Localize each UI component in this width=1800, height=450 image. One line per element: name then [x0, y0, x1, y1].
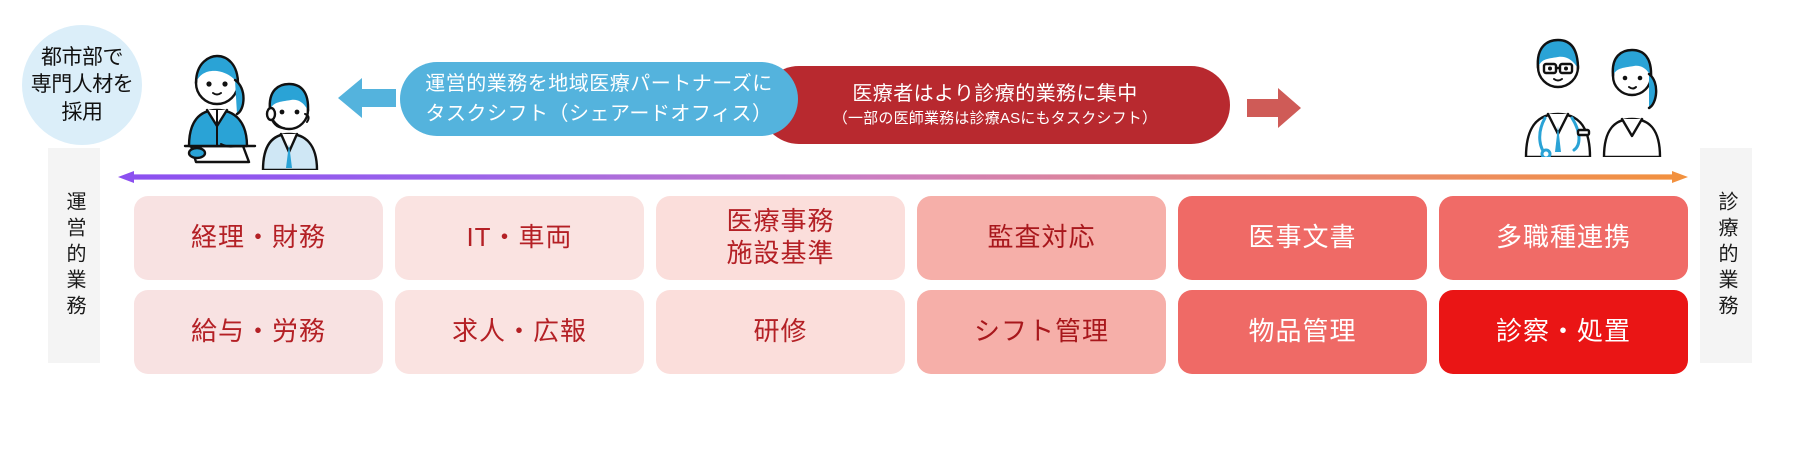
medical-staff-illustration — [1500, 22, 1690, 157]
callout-red-line1: 医療者はより診療的業務に集中 — [852, 83, 1138, 105]
task-cell[interactable]: 医療事務 施設基準 — [656, 196, 905, 280]
axis-label-left: 運営的業務 — [48, 148, 100, 363]
task-cell[interactable]: シフト管理 — [917, 290, 1166, 374]
task-cell[interactable]: 医事文書 — [1178, 196, 1427, 280]
recruit-bubble-text: 都市部で 専門人材を 採用 — [30, 46, 134, 124]
task-cell[interactable]: 物品管理 — [1178, 290, 1427, 374]
task-cell[interactable]: 求人・広報 — [395, 290, 644, 374]
task-cell[interactable]: 多職種連携 — [1439, 196, 1688, 280]
callout-red: 医療者はより診療的業務に集中 （一部の医師業務は診療ASにもタスクシフト） — [760, 66, 1230, 144]
callout-blue-line2: タスクシフト（シェアードオフィス） — [425, 103, 773, 125]
axis-label-left-text: 運営的業務 — [63, 190, 85, 321]
callout-red-line2: （一部の医師業務は診療ASにもタスクシフト） — [832, 110, 1158, 127]
axis-label-right-text: 診療的業務 — [1715, 190, 1737, 321]
recruit-bubble: 都市部で 専門人材を 採用 — [22, 25, 142, 145]
task-cell[interactable]: 診察・処置 — [1439, 290, 1688, 374]
task-cell[interactable]: 研修 — [656, 290, 905, 374]
callout-blue-line1: 運営的業務を地域医療パートナーズに — [425, 73, 773, 95]
spectrum-arrow — [118, 170, 1688, 183]
arrow-left-icon — [336, 74, 398, 127]
task-cell[interactable]: 経理・財務 — [134, 196, 383, 280]
task-cell[interactable]: 給与・労務 — [134, 290, 383, 374]
task-cell[interactable]: 監査対応 — [917, 196, 1166, 280]
task-grid: 経理・財務 IT・車両 医療事務 施設基準 監査対応 医事文書 多職種連携 給与… — [134, 196, 1688, 374]
office-staff-illustration — [155, 40, 345, 170]
arrow-right-icon — [1245, 86, 1303, 135]
axis-label-right: 診療的業務 — [1700, 148, 1752, 363]
task-cell[interactable]: IT・車両 — [395, 196, 644, 280]
callout-blue: 運営的業務を地域医療パートナーズに タスクシフト（シェアードオフィス） — [400, 62, 798, 136]
